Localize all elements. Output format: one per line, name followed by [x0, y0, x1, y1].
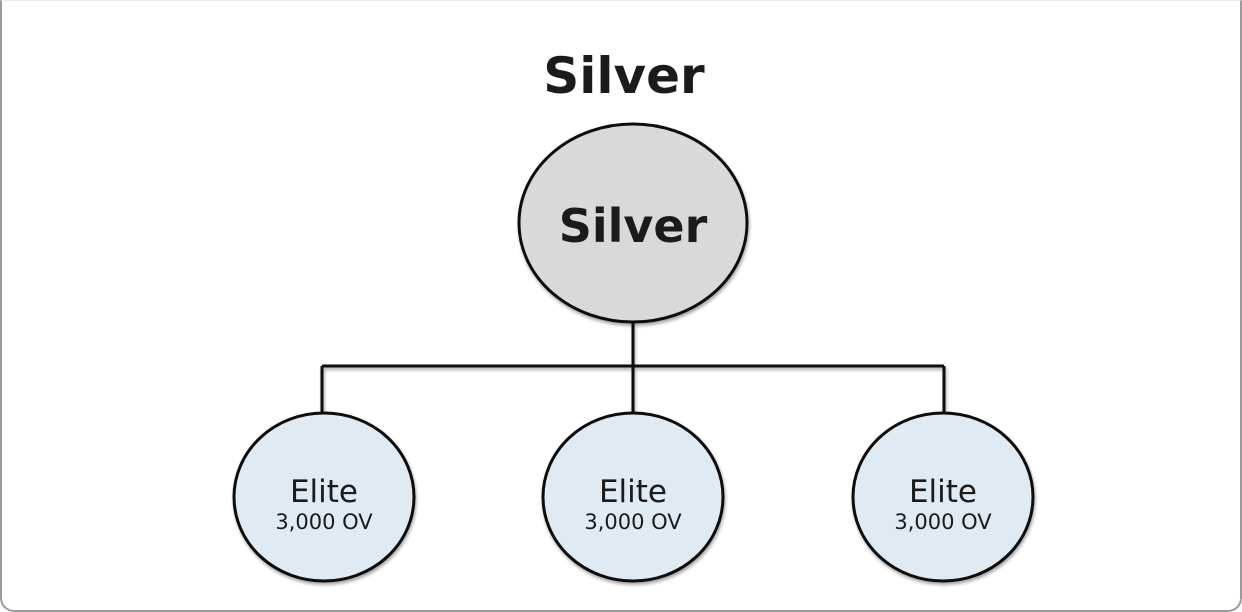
- diagram-title: Silver: [543, 47, 705, 105]
- child-node-sublabel: 3,000 OV: [584, 510, 682, 534]
- child-node-label: Elite: [599, 474, 667, 510]
- child-node-elite-1: [232, 411, 416, 583]
- child-node-elite-3: [851, 411, 1035, 583]
- child-node-sublabel: 3,000 OV: [894, 510, 992, 534]
- child-node-label: Elite: [909, 474, 977, 510]
- diagram-shapes: [232, 122, 1035, 583]
- root-node-silver: [517, 122, 749, 324]
- root-node-label: Silver: [559, 199, 708, 253]
- child-node-label: Elite: [290, 474, 358, 510]
- child-node-sublabel: 3,000 OV: [275, 510, 373, 534]
- child-node-elite-2: [541, 411, 725, 583]
